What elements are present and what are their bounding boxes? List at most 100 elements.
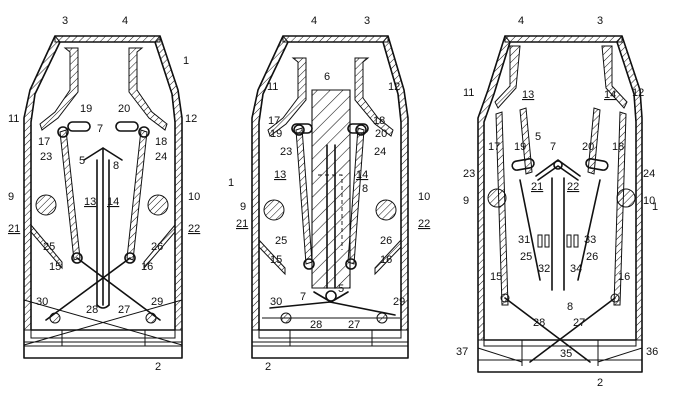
ref-label: 34	[570, 263, 582, 275]
ref-label: 18	[155, 136, 167, 148]
ref-label: 35	[560, 348, 572, 360]
top-wall-3	[504, 35, 623, 43]
ref-label: 14	[356, 169, 368, 181]
ref-label: 1	[183, 55, 189, 67]
figure-3	[477, 34, 643, 373]
ref-label: 9	[240, 201, 246, 213]
ref-label: 24	[643, 168, 655, 180]
ref-label: 1	[652, 201, 658, 213]
ref-label: 4	[518, 15, 524, 27]
plate-14-fig3	[587, 107, 601, 175]
ref-label: 13	[84, 196, 96, 208]
ref-label: 18	[373, 115, 385, 127]
ref-label: 17	[268, 115, 280, 127]
ref-label: 15	[49, 261, 61, 273]
ref-label: 12	[388, 81, 400, 93]
ref-label: 20	[375, 128, 387, 140]
ref-label: 27	[573, 317, 585, 329]
left-chute-2	[267, 57, 307, 137]
ref-label: 7	[97, 123, 103, 135]
roller-9-fig3	[487, 188, 507, 208]
ref-label: 17	[488, 141, 500, 153]
ref-label: 29	[393, 296, 405, 308]
ref-label: 7	[300, 291, 306, 303]
plate-13-fig3	[519, 107, 533, 175]
ref-label: 29	[151, 296, 163, 308]
ref-label: 16	[618, 271, 630, 283]
left-chute-3	[494, 45, 521, 109]
ref-label: 30	[36, 296, 48, 308]
ref-label: 7	[550, 141, 556, 153]
ref-label: 27	[348, 319, 360, 331]
ref-label: 20	[582, 141, 594, 153]
figure-1	[23, 34, 183, 359]
bottom-tray-1	[30, 329, 176, 339]
ref-label: 25	[520, 251, 532, 263]
housing-wall-right-3	[616, 34, 643, 341]
lower-left-wall-1	[30, 223, 63, 270]
ref-label: 22	[418, 218, 430, 230]
roller-9-fig1	[35, 194, 57, 216]
plate-13-fig2	[295, 127, 313, 265]
figure-2	[251, 34, 409, 359]
ref-label: 26	[151, 241, 163, 253]
ref-label: 26	[380, 235, 392, 247]
ref-label: 10	[418, 191, 430, 203]
roller-10-fig3	[616, 188, 636, 208]
ref-label: 15	[490, 271, 502, 283]
ref-label: 22	[188, 223, 200, 235]
ref-label: 31	[518, 234, 530, 246]
ref-label: 28	[310, 319, 322, 331]
ref-label: 3	[597, 15, 603, 27]
ref-label: 23	[280, 146, 292, 158]
ref-label: 5	[338, 283, 344, 295]
ref-label: 11	[463, 87, 474, 99]
ref-label: 3	[62, 15, 68, 27]
plate-14-fig1	[126, 129, 148, 261]
housing-wall-right-1	[154, 34, 183, 331]
roller-9-fig2	[263, 199, 285, 221]
ref-label: 30	[270, 296, 282, 308]
ref-label: 16	[141, 261, 153, 273]
roller-10-fig1	[147, 194, 169, 216]
ref-label: 12	[185, 113, 197, 125]
ref-label: 20	[118, 103, 130, 115]
ref-label: 23	[40, 151, 52, 163]
left-chute-1	[39, 47, 79, 131]
ref-label: 28	[86, 304, 98, 316]
ref-label: 23	[463, 168, 475, 180]
ref-label: 11	[267, 81, 278, 93]
housing-wall-left-2	[251, 35, 289, 331]
lower-right-wall-1	[143, 223, 176, 270]
ref-label: 5	[535, 131, 541, 143]
ref-label: 8	[113, 160, 119, 172]
ref-label: 25	[43, 241, 55, 253]
ref-label: 1	[228, 177, 234, 189]
ref-label: 19	[514, 141, 526, 153]
ref-label: 13	[274, 169, 286, 181]
ref-label: 5	[79, 155, 85, 167]
ref-label: 21	[531, 181, 543, 193]
ref-label: 27	[118, 304, 130, 316]
ref-label: 15	[270, 254, 282, 266]
right-chute-3	[601, 45, 628, 109]
ref-label: 6	[324, 71, 330, 83]
ref-label: 8	[567, 301, 573, 313]
ref-label: 19	[270, 128, 282, 140]
ref-label: 33	[584, 234, 596, 246]
ref-label: 22	[567, 181, 579, 193]
ref-label: 2	[597, 377, 603, 389]
ref-label: 25	[275, 235, 287, 247]
ref-label: 17	[38, 136, 50, 148]
ref-label: 14	[604, 89, 616, 101]
roller-10-fig2	[375, 199, 397, 221]
ref-label: 10	[188, 191, 200, 203]
ref-label: 36	[646, 346, 658, 358]
ref-label: 16	[380, 254, 392, 266]
ref-label: 10	[643, 195, 655, 207]
bottom-tray-2	[258, 329, 402, 339]
ref-label: 2	[155, 361, 161, 373]
ref-label: 21	[8, 223, 20, 235]
ref-label: 12	[632, 87, 644, 99]
ref-label: 26	[586, 251, 598, 263]
